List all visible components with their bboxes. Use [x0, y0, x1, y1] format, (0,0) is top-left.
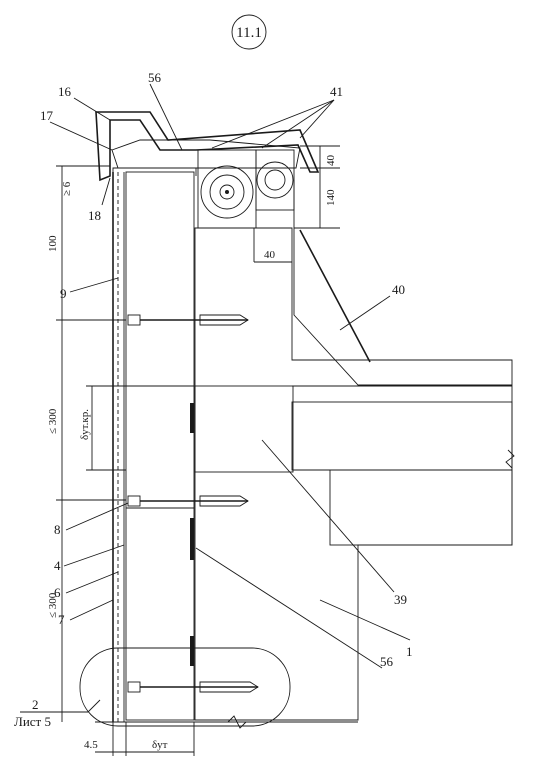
callout-39: 39 [394, 592, 407, 607]
callout-18: 18 [88, 208, 101, 223]
dim-bottom [95, 722, 195, 756]
dim-top-right [294, 145, 340, 229]
dim-ge6: ≥ 6 [61, 181, 73, 196]
parapet-cap [95, 111, 320, 182]
sheet-number: 11.1 [236, 25, 262, 41]
leader-39 [261, 439, 395, 593]
callout-56-top: 56 [148, 70, 162, 85]
leader-4 [63, 544, 125, 567]
dim-40-top: 40 [325, 155, 337, 167]
floor-slab [291, 401, 513, 471]
parapet-wedge [111, 139, 301, 169]
callout-16: 16 [58, 84, 72, 99]
adhesive-strip [190, 403, 194, 433]
callout-17: 17 [40, 108, 54, 123]
leader-40 [339, 295, 391, 331]
leader-56-top [149, 83, 183, 151]
adhesive-strip [190, 636, 194, 666]
dim-le300-b: ≤ 300 [47, 592, 59, 618]
dim-ut-kr-text: δут.кр. [79, 409, 91, 440]
reference-number: 2 [32, 697, 39, 712]
leader-41c [299, 99, 335, 139]
dim-le300-a: ≤ 300 [47, 408, 59, 434]
anchor-dowel [127, 495, 249, 507]
leader-41a [211, 99, 335, 149]
sealing-cord [255, 149, 295, 211]
callout-7: 7 [58, 612, 65, 627]
roof-flashing [293, 180, 512, 386]
dim-140: 140 [325, 189, 337, 206]
concrete-beam [194, 385, 294, 473]
dim-ut-kr [86, 385, 126, 471]
adhesive-strip [190, 518, 194, 560]
sheet-number-circle [231, 14, 267, 50]
slab-step [329, 469, 513, 546]
callout-56-bottom: 56 [380, 654, 394, 669]
leader-9 [69, 277, 119, 293]
concrete-wall [194, 227, 513, 721]
callout-4: 4 [54, 558, 61, 573]
break-mark-right [505, 449, 515, 469]
leader-16 [73, 97, 111, 121]
dim-ut-text: δут [152, 739, 168, 751]
roof-flashing-lip [299, 229, 371, 363]
anchor-dowel [127, 314, 249, 326]
leader-17 [49, 121, 113, 151]
callout-8: 8 [54, 522, 61, 537]
dim-100: 100 [47, 235, 59, 252]
reference-sheet: Лист 5 [14, 714, 51, 729]
dim-vertical-left [56, 165, 126, 722]
leader-56-bottom [195, 547, 383, 669]
callout-1: 1 [406, 644, 413, 659]
leader-8 [65, 502, 129, 531]
dim-4-5: 4.5 [84, 739, 98, 751]
leader-1 [319, 599, 411, 641]
callout-9: 9 [60, 286, 67, 301]
leader-6 [65, 571, 119, 594]
callout-41: 41 [330, 84, 343, 99]
insulation-layer [125, 171, 195, 721]
leader-ref-link [87, 699, 101, 713]
leader-7 [69, 599, 114, 621]
callout-6: 6 [54, 585, 61, 600]
detail-reference-frame [79, 647, 291, 727]
callout-40: 40 [392, 282, 405, 297]
leader-41b [261, 99, 335, 149]
sealing-cord [197, 149, 257, 229]
dim-40-inner: 40 [264, 249, 276, 261]
anchor-dowel [127, 681, 259, 693]
dim-inner-40 [253, 228, 292, 263]
leader-18 [101, 177, 111, 206]
